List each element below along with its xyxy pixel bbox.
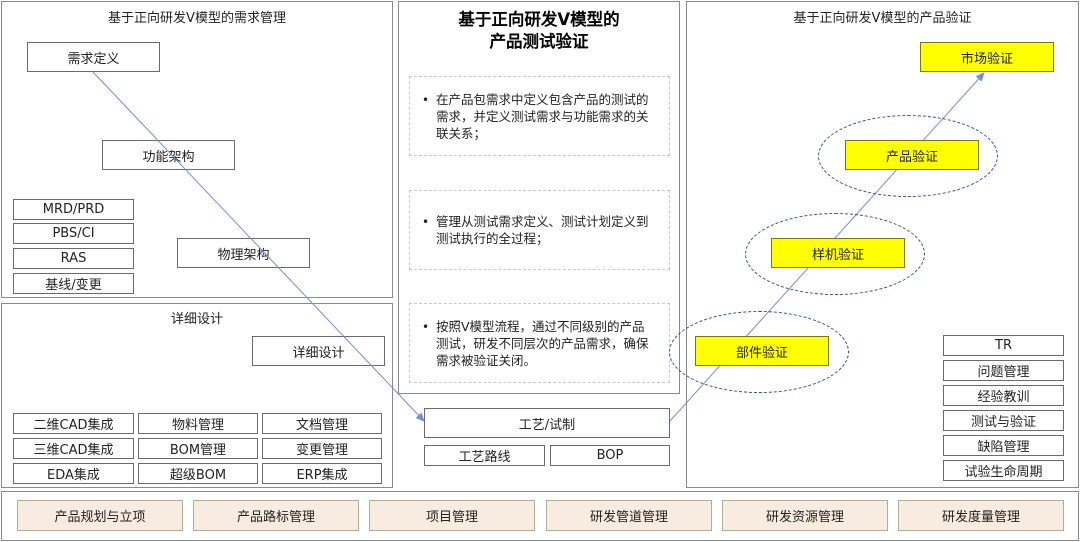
market-verification-box[interactable]: 市场验证 [920, 42, 1054, 72]
grid-item-bom[interactable]: BOM管理 [138, 438, 258, 459]
bullet-mark: • [422, 215, 430, 229]
bullet-mark: • [422, 93, 430, 107]
bop-box[interactable]: BOP [550, 445, 670, 466]
stack-item-tr[interactable]: TR [943, 335, 1064, 356]
bottom-item-roadmap[interactable]: 产品路标管理 [193, 500, 359, 531]
grid-item-super-bom[interactable]: 超级BOM [138, 463, 258, 484]
grid-item-2d-cad[interactable]: 二维CAD集成 [13, 413, 134, 434]
bottom-item-resources[interactable]: 研发资源管理 [722, 500, 888, 531]
grid-item-document[interactable]: 文档管理 [262, 413, 382, 434]
stack-item-mrd-prd[interactable]: MRD/PRD [13, 199, 134, 220]
test-verification-title: 基于正向研发V模型的 产品测试验证 [398, 9, 680, 53]
stack-item-defect-management[interactable]: 缺陷管理 [943, 435, 1064, 456]
process-trial-box[interactable]: 工艺/试制 [424, 408, 670, 438]
requirements-panel-title: 基于正向研发V模型的需求管理 [108, 11, 286, 26]
stack-item-test-verification[interactable]: 测试与验证 [943, 410, 1064, 431]
stack-item-lessons-learned[interactable]: 经验教训 [943, 385, 1064, 406]
process-route-box[interactable]: 工艺路线 [424, 445, 545, 466]
physical-architecture-box[interactable]: 物理架构 [177, 238, 310, 268]
grid-item-3d-cad[interactable]: 三维CAD集成 [13, 438, 134, 459]
component-verification-ellipse [669, 311, 849, 393]
test-verification-title-line2: 产品测试验证 [489, 32, 589, 51]
requirement-definition-box[interactable]: 需求定义 [27, 42, 160, 72]
bottom-item-planning[interactable]: 产品规划与立项 [17, 500, 183, 531]
bullet-text-1: 在产品包需求中定义包含产品的测试的需求，并定义测试需求与功能需求的关联关系； [436, 92, 649, 141]
bullet-mark: • [422, 320, 430, 334]
product-verification-box[interactable]: 产品验证 [845, 140, 979, 170]
test-verification-title-line1: 基于正向研发V模型的 [458, 10, 620, 29]
bullet-card-2: • 管理从测试需求定义、测试计划定义到测试执行的全过程； [409, 190, 670, 270]
detail-design-panel-title: 详细设计 [170, 312, 223, 327]
bottom-item-project[interactable]: 项目管理 [369, 500, 535, 531]
stack-item-pbs-ci[interactable]: PBS/CI [13, 223, 134, 244]
bullet-text-2: 管理从测试需求定义、测试计划定义到测试执行的全过程； [436, 214, 649, 246]
product-verification-ellipse [818, 115, 998, 197]
stack-item-issue-management[interactable]: 问题管理 [943, 360, 1064, 381]
detail-design-box[interactable]: 详细设计 [252, 336, 385, 366]
bottom-item-pipeline[interactable]: 研发管道管理 [546, 500, 712, 531]
prototype-verification-box[interactable]: 样机验证 [771, 238, 905, 268]
component-verification-box[interactable]: 部件验证 [695, 336, 829, 366]
stack-item-test-lifecycle[interactable]: 试验生命周期 [943, 460, 1064, 481]
stack-item-ras[interactable]: RAS [13, 248, 134, 269]
grid-item-change[interactable]: 变更管理 [262, 438, 382, 459]
v-model-descending-line [92, 71, 425, 422]
functional-architecture-box[interactable]: 功能架构 [102, 140, 235, 170]
prototype-verification-ellipse [745, 213, 925, 295]
bullet-card-3: • 按照V模型流程，通过不同级别的产品测试，研发不同层次的产品需求，确保需求被验… [409, 303, 670, 383]
product-verification-panel-title: 基于正向研发V模型的产品验证 [793, 11, 972, 26]
grid-item-eda[interactable]: EDA集成 [13, 463, 134, 484]
grid-item-material[interactable]: 物料管理 [138, 413, 258, 434]
bullet-card-1: • 在产品包需求中定义包含产品的测试的需求，并定义测试需求与功能需求的关联关系； [409, 76, 670, 156]
bullet-text-3: 按照V模型流程，通过不同级别的产品测试，研发不同层次的产品需求，确保需求被验证关… [436, 319, 649, 368]
stack-item-baseline-change[interactable]: 基线/变更 [13, 273, 134, 294]
bottom-item-metrics[interactable]: 研发度量管理 [898, 500, 1064, 531]
grid-item-erp[interactable]: ERP集成 [262, 463, 382, 484]
